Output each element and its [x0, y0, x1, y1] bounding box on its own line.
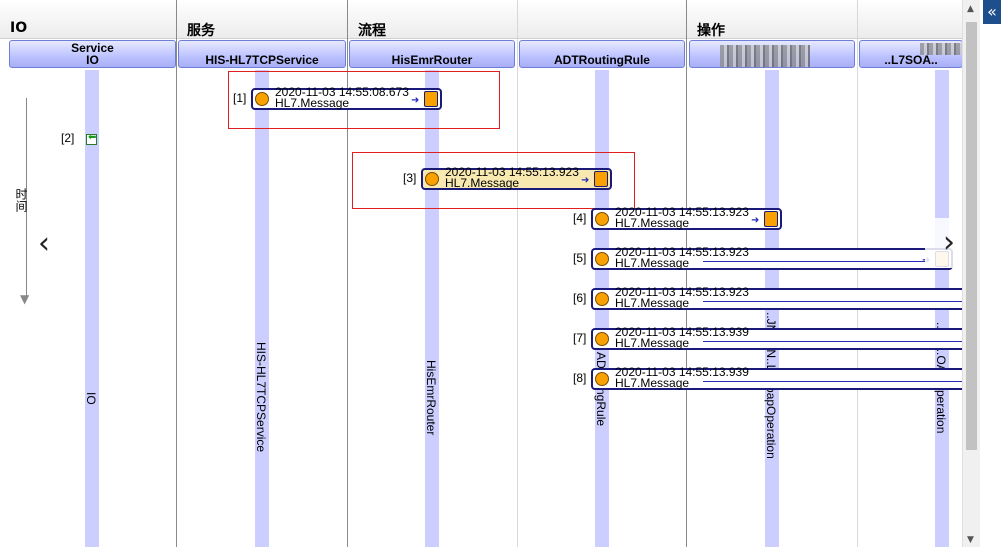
lifeline-label-hisemrrouter: HisEmrRouter — [424, 360, 438, 436]
return-arrow-icon[interactable]: ⬅ — [86, 132, 97, 145]
message-end-box-icon — [764, 211, 778, 227]
arrowhead-icon: ➜ — [581, 175, 590, 186]
time-axis-label: 时间 — [14, 188, 28, 212]
message-type: HL7.Message — [275, 96, 350, 110]
section-title-service: 服务 — [187, 23, 215, 39]
section-divider — [176, 0, 177, 547]
message-arrow-line — [703, 341, 963, 342]
section-header-operation: 操作 — [687, 0, 962, 39]
message-start-dot-icon — [595, 372, 609, 386]
redacted-blur — [720, 45, 810, 67]
lifeline-label-his-hl7tcpservice: HIS-HL7TCPService — [254, 342, 268, 453]
message-timestamp: 2020-11-03 14:55:13.923 — [615, 205, 749, 219]
vertical-scrollbar[interactable]: ▲ ▼ — [962, 0, 980, 547]
message-type: HL7.Message — [445, 176, 520, 190]
scroll-up-icon[interactable]: ▲ — [967, 4, 974, 14]
message-4[interactable]: 2020-11-03 14:55:13.923 HL7.Message ➜ — [591, 205, 782, 230]
time-arrow-down-icon: ▼ — [20, 292, 30, 306]
message-3[interactable]: 2020-11-03 14:55:13.923 HL7.Message ➜ — [421, 165, 612, 190]
section-title-process: 流程 — [358, 23, 386, 39]
message-6[interactable]: 2020-11-03 14:55:13.923 HL7.Message — [591, 285, 963, 310]
message-arrow-line — [703, 261, 925, 262]
message-index: [1] — [233, 91, 247, 105]
lifeline-his-hl7tcpservice — [255, 70, 269, 547]
column-header-line1: Service — [71, 41, 114, 55]
section-header-io: IO — [0, 0, 176, 39]
message-7[interactable]: 2020-11-03 14:55:13.939 HL7.Message — [591, 325, 963, 350]
message-start-dot-icon — [255, 92, 269, 106]
message-start-dot-icon — [595, 252, 609, 266]
column-divider — [857, 0, 858, 547]
time-axis-line — [26, 98, 27, 298]
lifeline-io — [85, 70, 99, 547]
column-header-adtroutingrule[interactable]: ADTRoutingRule — [519, 40, 685, 68]
message-start-dot-icon — [595, 292, 609, 306]
message-5[interactable]: 2020-11-03 14:55:13.923 HL7.Message ➜ — [591, 245, 953, 270]
arrowhead-icon: ➜ — [411, 95, 420, 106]
double-chevron-left-icon[interactable]: « — [983, 0, 1001, 24]
scrollbar-thumb[interactable] — [966, 22, 977, 450]
message-index: [8] — [573, 371, 587, 385]
message-arrow-line — [703, 381, 963, 382]
section-title-operation: 操作 — [697, 23, 725, 39]
message-timestamp: 2020-11-03 14:55:13.923 — [615, 245, 749, 259]
column-header-service-io[interactable]: Service IO — [9, 40, 176, 68]
message-end-box-icon — [594, 171, 608, 187]
message-arrow-line — [703, 301, 963, 302]
column-header-hisemrrouter[interactable]: HisEmrRouter — [349, 40, 515, 68]
message-type: HL7.Message — [615, 376, 690, 390]
message-type: HL7.Message — [615, 216, 690, 230]
message-index: [4] — [573, 211, 587, 225]
section-divider — [347, 0, 348, 547]
column-header-label: HisEmrRouter — [391, 53, 473, 67]
message-timestamp: 2020-11-03 14:55:13.939 — [615, 365, 749, 379]
lifeline-label-io: IO — [84, 392, 98, 405]
scroll-down-icon[interactable]: ▼ — [967, 535, 974, 545]
arrowhead-icon: ➜ — [751, 215, 760, 226]
column-header-his-hl7tcpservice[interactable]: HIS-HL7TCPService — [178, 40, 346, 68]
message-index: [6] — [573, 291, 587, 305]
message-index: [7] — [573, 331, 587, 345]
message-type: HL7.Message — [615, 296, 690, 310]
message-timestamp: 2020-11-03 14:55:08.673 — [275, 85, 409, 99]
message-end-box-icon — [424, 91, 438, 107]
message-index: [3] — [403, 171, 417, 185]
highlight-frame — [352, 152, 635, 209]
section-header-service: 服务 — [177, 0, 347, 39]
highlight-frame — [228, 71, 500, 129]
message-start-dot-icon — [425, 172, 439, 186]
message-index: [5] — [573, 251, 587, 265]
message-start-dot-icon — [595, 332, 609, 346]
message-type: HL7.Message — [615, 336, 690, 350]
column-header-operation-1[interactable] — [689, 40, 855, 68]
column-header-label: ..L7SOA.. — [884, 53, 938, 67]
section-title-io: IO — [10, 20, 28, 36]
message-timestamp: 2020-11-03 14:55:13.923 — [445, 165, 579, 179]
column-divider — [517, 0, 518, 547]
message-timestamp: 2020-11-03 14:55:13.923 — [615, 285, 749, 299]
message-1[interactable]: 2020-11-03 14:55:08.673 HL7.Message ➜ — [251, 85, 442, 110]
column-header-label: ADTRoutingRule — [554, 53, 650, 67]
redacted-blur — [920, 43, 962, 55]
section-divider — [686, 0, 687, 547]
column-header-line2: IO — [86, 53, 99, 67]
column-header-operation-2[interactable]: ..L7SOA.. — [859, 40, 963, 68]
message-index: [2] — [61, 131, 75, 145]
lifeline-hisemrrouter — [425, 70, 439, 547]
message-type: HL7.Message — [615, 256, 690, 270]
message-start-dot-icon — [595, 212, 609, 226]
column-header-label: HIS-HL7TCPService — [205, 53, 319, 67]
chevron-left-icon[interactable]: ‹ — [38, 226, 50, 261]
message-timestamp: 2020-11-03 14:55:13.939 — [615, 325, 749, 339]
message-8[interactable]: 2020-11-03 14:55:13.939 HL7.Message — [591, 365, 963, 390]
